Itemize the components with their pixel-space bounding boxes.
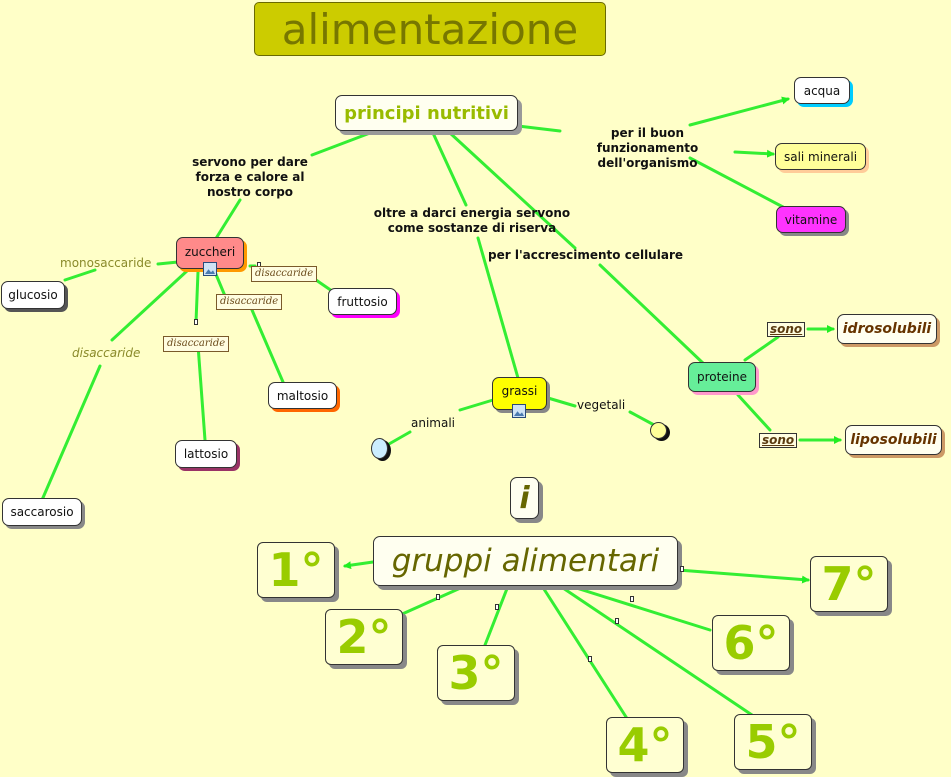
label-sono-idrosolubili: sono [767, 322, 806, 337]
node-lattosio[interactable]: lattosio [175, 440, 237, 468]
group-3[interactable]: 3° [437, 645, 515, 701]
group-4[interactable]: 4° [606, 717, 684, 773]
image-icon[interactable] [512, 404, 526, 418]
node-sali-minerali[interactable]: sali minerali [775, 143, 866, 170]
label-oltre: oltre a darci energia servono come sosta… [373, 206, 571, 235]
connector-handle [194, 319, 198, 325]
node-principi-nutritivi[interactable]: principi nutritivi [335, 95, 518, 131]
connector-handle [680, 566, 684, 572]
label-sono-liposolubili: sono [759, 433, 798, 448]
label-animali: animali [411, 416, 456, 430]
node-vegetali-empty[interactable] [650, 422, 667, 439]
connector-handle [630, 596, 634, 602]
node-glucosio[interactable]: glucosio [1, 281, 65, 309]
node-proteine[interactable]: proteine [688, 362, 756, 392]
label-disaccaride-lattosio: disaccaride [163, 336, 230, 352]
map-title: alimentazione [254, 2, 606, 56]
connector-handle [615, 618, 619, 624]
group-7[interactable]: 7° [810, 556, 888, 612]
label-vegetali: vegetali [577, 398, 626, 412]
connector-handle [588, 656, 592, 662]
label-monosaccaride: monosaccaride [60, 256, 152, 270]
node-liposolubili[interactable]: liposolubili [845, 425, 942, 455]
connector-handle [495, 604, 499, 610]
label-disaccaride-fruttosio: disaccaride [251, 266, 318, 282]
node-fruttosio[interactable]: fruttosio [328, 288, 397, 315]
node-gruppi-alimentari[interactable]: gruppi alimentari [373, 536, 678, 586]
node-i[interactable]: i [510, 477, 539, 519]
label-servono: servono per dare forza e calore al nostr… [192, 155, 308, 199]
group-1[interactable]: 1° [257, 542, 335, 598]
group-6[interactable]: 6° [712, 615, 790, 671]
group-5[interactable]: 5° [734, 714, 812, 770]
image-icon[interactable] [203, 262, 217, 276]
node-vitamine[interactable]: vitamine [776, 206, 846, 233]
connector-handle [436, 594, 440, 600]
label-disaccaride: disaccaride [72, 346, 141, 360]
node-idrosolubili[interactable]: idrosolubili [837, 314, 937, 344]
label-disaccaride-maltosio: disaccaride [216, 294, 283, 310]
node-saccarosio[interactable]: saccarosio [2, 498, 82, 526]
node-maltosio[interactable]: maltosio [268, 382, 337, 409]
group-2[interactable]: 2° [325, 609, 403, 665]
label-accrescimento: per l'accrescimento cellulare [488, 248, 683, 262]
node-acqua[interactable]: acqua [794, 77, 850, 104]
node-animali-empty[interactable] [371, 438, 388, 459]
label-funzionamento: per il buon funzionamento dell'organismo [596, 126, 699, 170]
